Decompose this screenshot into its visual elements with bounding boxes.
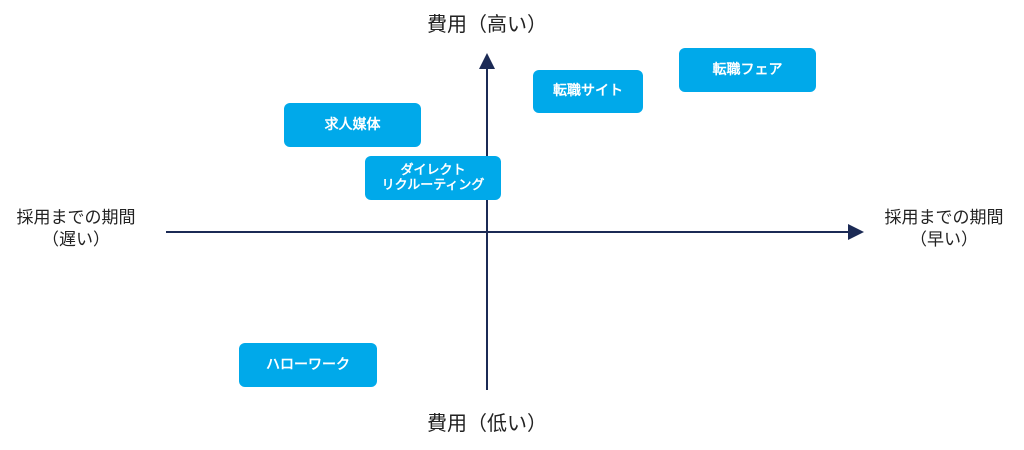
box-kyujin-baitai: 求人媒体 (284, 103, 421, 147)
axis-label-period-fast: 採用までの期間 （早い） (884, 208, 1004, 250)
axis-label-period-slow: 採用までの期間 （遅い） (16, 208, 136, 250)
box-hellowork: ハローワーク (239, 343, 377, 387)
box-tenshoku-site: 転職サイト (533, 70, 643, 113)
axis-label-cost-low: 費用（低い） (427, 411, 547, 435)
axis-label-cost-high: 費用（高い） (427, 12, 547, 36)
box-tenshoku-fair: 転職フェア (679, 48, 816, 92)
box-direct-recruiting: ダイレクト リクルーティング (365, 156, 501, 200)
